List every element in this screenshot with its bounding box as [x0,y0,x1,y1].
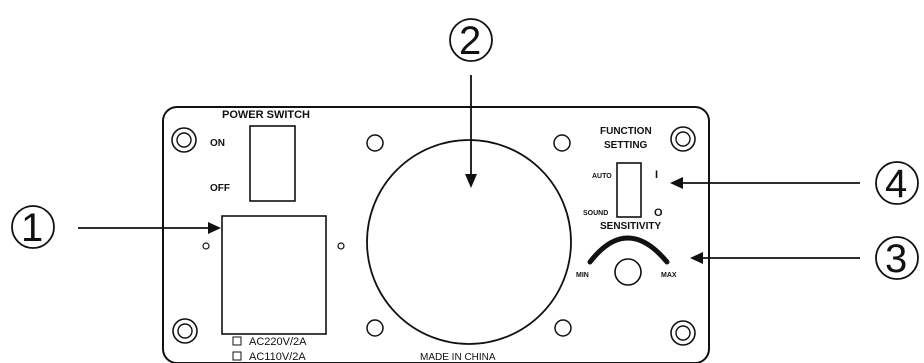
inlet-screw-left [202,242,210,250]
callout-3: 3 [690,236,919,281]
fan-grille [366,139,572,345]
power-switch [249,125,296,202]
mount-hole-tl [366,134,384,152]
mount-hole-bl [366,319,384,337]
power-switch-on-label: ON [210,138,225,149]
sensitivity-max-label: MAX [661,272,677,279]
voltage-option-220: AC220V/2A [249,336,307,348]
power-inlet [221,215,327,335]
inlet-screw-right [337,242,345,250]
callout-2-circle [449,18,493,62]
corner-screw-top-right [670,126,696,152]
sensitivity-arc [587,235,670,265]
callout-1: 1 [11,205,221,250]
power-switch-title: POWER SWITCH [222,109,310,121]
function-setting-line2: SETTING [604,140,648,151]
corner-screw-bottom-left [172,318,198,344]
callout-4-arrowhead [670,177,683,189]
voltage-option-110: AC110V/2A [249,351,306,363]
callout-1-number: 1 [21,206,43,250]
function-setting-line1: FUNCTION [600,126,652,137]
callout-4-number: 4 [885,162,907,206]
callout-2-number: 2 [459,19,481,63]
made-in-label: MADE IN CHINA [420,352,496,363]
function-sound-label: SOUND [583,210,608,217]
callout-4: 4 [670,161,919,206]
voltage-checkbox-110 [232,351,242,361]
callout-1-circle [11,205,55,249]
callout-2: 2 [449,18,493,188]
power-switch-off-label: OFF [210,183,230,194]
function-mark-off: O [654,207,663,219]
mount-hole-br [554,319,572,337]
corner-screw-top-left [171,127,197,153]
corner-screw-bottom-right [670,320,696,346]
callout-3-arrowhead [690,252,703,264]
callout-3-number: 3 [885,237,907,281]
function-mark-on: I [655,169,658,181]
function-setting-switch [616,162,642,218]
sensitivity-min-label: MIN [576,272,589,279]
callout-2-arrowhead [465,174,477,188]
voltage-checkbox-220 [232,336,242,346]
sensitivity-knob [614,258,642,286]
sensitivity-title: SENSITIVITY [600,221,661,232]
function-auto-label: AUTO [592,173,612,180]
callout-4-circle [875,161,919,205]
callout-1-arrowhead [208,222,221,234]
mount-hole-tr [553,134,571,152]
callout-3-circle [875,236,919,280]
